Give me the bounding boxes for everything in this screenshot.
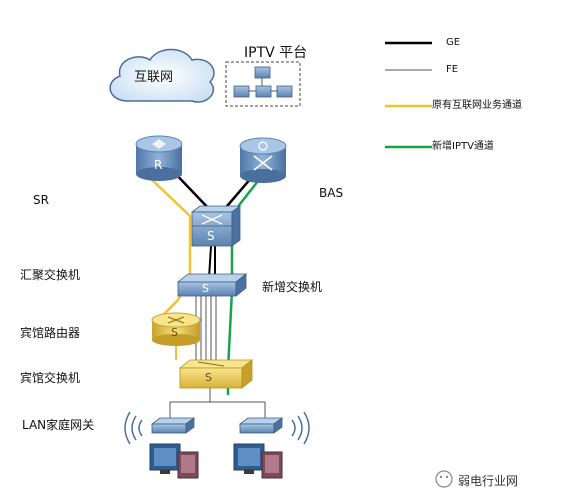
legend-fe-label: FE [446,64,459,75]
lan-gateway-right [238,417,284,434]
watermark-text: 弱电行业网 [458,474,519,488]
pc-left-icon [149,443,199,479]
hotel-switch-arrows-icon [197,361,225,367]
core-switch [190,205,242,247]
core-switch-letter: S [207,229,215,243]
iptv-server-top [254,66,271,79]
wifi-waves-left-icon [124,411,143,445]
sr-router [135,135,183,181]
bas-server [239,137,287,183]
bas-label: BAS [319,186,344,200]
iptv-server-left [233,85,250,98]
new-switch-label: 新增交换机 [262,280,323,294]
internet-cloud-label: 互联网 [134,70,174,85]
aggregation-switch [176,273,248,297]
ge-link-core-agg-1 [208,245,212,279]
pc-right-icon [233,443,283,479]
legend [385,41,432,149]
legend-internet-label: 原有互联网业务通道 [432,100,522,111]
hotel-router [151,312,201,346]
watermark-logo-icon [435,470,453,488]
core-switch-arrows-icon [201,214,223,225]
hotel-switch [178,359,254,389]
hotel-router-arrows-icon [167,316,185,324]
iptv-server-mid [255,85,272,98]
agg-switch-label: 汇聚交换机 [20,268,81,282]
iptv-platform-box [225,61,301,107]
sr-router-letter: R [154,158,163,172]
lan-gateway-left [150,417,196,434]
hotel-router-letter: S [171,326,178,339]
iptv-platform-label: IPTV 平台 [244,45,308,61]
sr-label: SR [33,193,49,207]
agg-switch-letter: S [202,282,209,295]
internet-cloud [109,48,215,103]
bas-globe-icon [258,141,268,151]
hotel-router-label: 宾馆路由器 [20,326,81,340]
bas-cross-arrows-icon [253,155,273,171]
hotel-switch-letter: S [205,371,212,384]
wifi-waves-right-icon [291,411,310,445]
hotel-switch-label: 宾馆交换机 [20,371,81,385]
legend-ge-label: GE [446,37,461,48]
lan-gateway-label: LAN家庭网关 [22,418,95,432]
iptv-server-right [276,85,293,98]
legend-iptv-label: 新增IPTV通道 [432,141,494,152]
